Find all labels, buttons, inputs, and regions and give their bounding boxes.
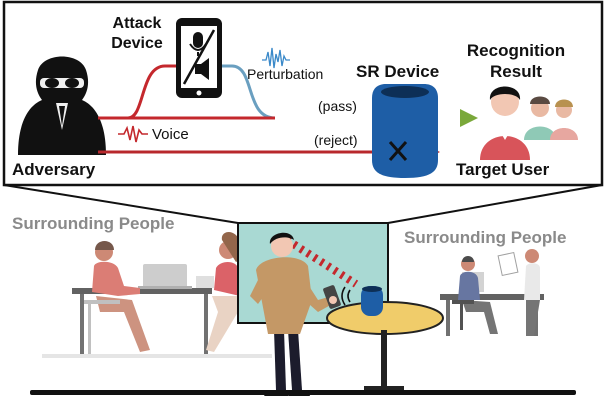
- perturbation-path: [218, 64, 276, 120]
- attack-device-label-line2: Device: [111, 35, 163, 52]
- sound-waves-icon: [341, 286, 351, 306]
- adversary-icon: [18, 56, 106, 155]
- round-table: [326, 301, 444, 390]
- reject-label: (reject): [314, 132, 358, 148]
- zoom-line-right: [387, 184, 603, 224]
- attack-device-label: Attack Device: [100, 14, 174, 54]
- surrounding-people-left-illustration: [42, 232, 272, 358]
- adversary-label: Adversary: [12, 160, 96, 179]
- pass-arrowhead: [460, 109, 478, 127]
- attack-device-label-line1: Attack: [112, 15, 162, 32]
- smartphone-mic-speaker-icon: [176, 18, 222, 98]
- user-group-icon: [480, 86, 578, 160]
- zoom-line-left: [3, 184, 239, 224]
- surrounding-people-right-label: Surrounding People: [404, 228, 567, 247]
- recognition-result-line1: Recognition: [466, 41, 566, 60]
- surrounding-people-right-illustration: [440, 249, 544, 336]
- attacker-person-illustration: [250, 232, 341, 396]
- smart-speaker-icon: [372, 84, 438, 178]
- target-user-label: Target User: [456, 160, 550, 179]
- perturbation-wave-icon: [262, 47, 290, 69]
- pass-label: (pass): [318, 98, 357, 114]
- voice-wave-icon: [118, 125, 148, 143]
- recognition-result-line2: Result: [490, 62, 542, 81]
- voice-label: Voice: [152, 126, 189, 143]
- recognition-result-label: Recognition Result: [452, 40, 580, 82]
- table-speaker-icon: [361, 286, 383, 316]
- sr-device-label: SR Device: [356, 62, 440, 81]
- surrounding-people-left-label: Surrounding People: [12, 214, 175, 233]
- voice-beam: [284, 236, 359, 288]
- perturbation-label: Perturbation: [247, 66, 324, 82]
